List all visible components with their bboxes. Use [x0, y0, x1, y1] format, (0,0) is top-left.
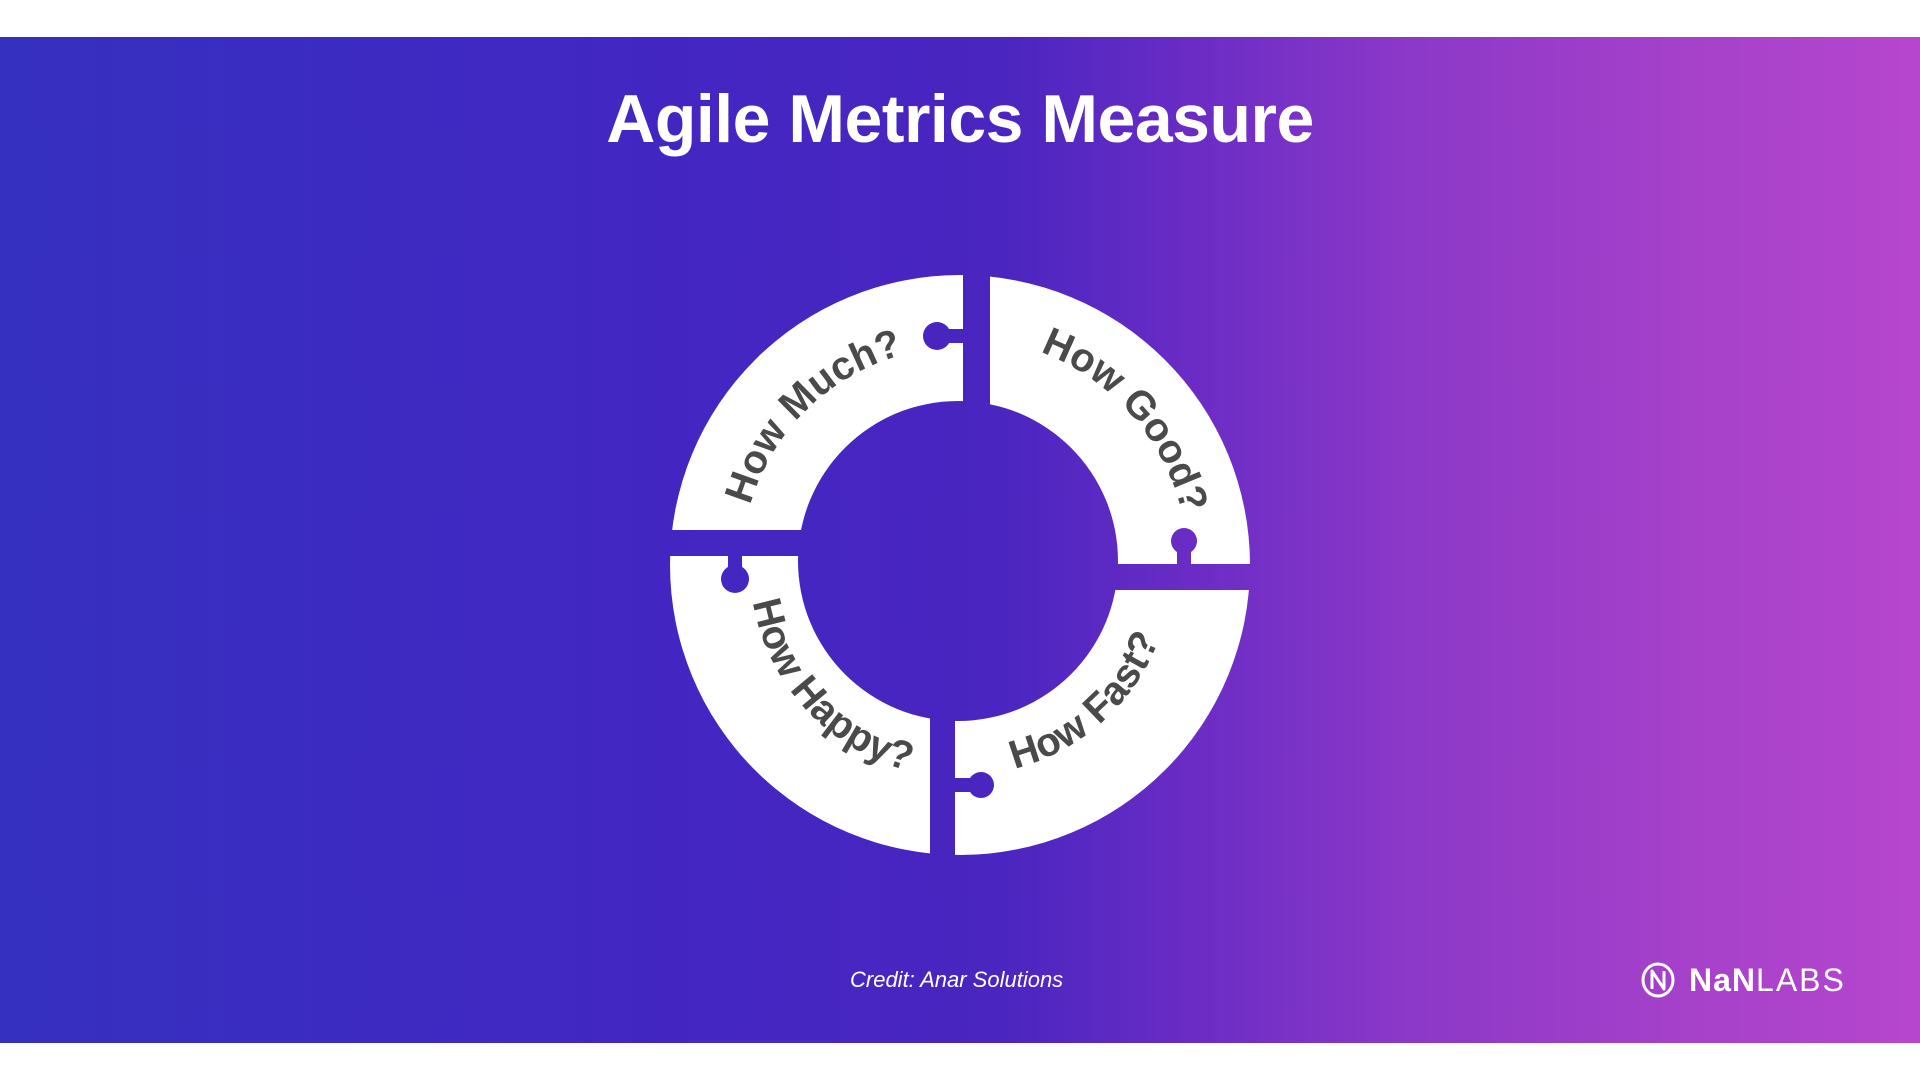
credit-text: Credit: Anar Solutions — [850, 967, 1064, 992]
brand-name-light: LABS — [1756, 961, 1846, 998]
nanlabs-logo-icon — [1641, 962, 1675, 998]
brand-logo: NaN LABS — [1641, 961, 1846, 999]
brand-name-bold: NaN — [1689, 961, 1757, 998]
